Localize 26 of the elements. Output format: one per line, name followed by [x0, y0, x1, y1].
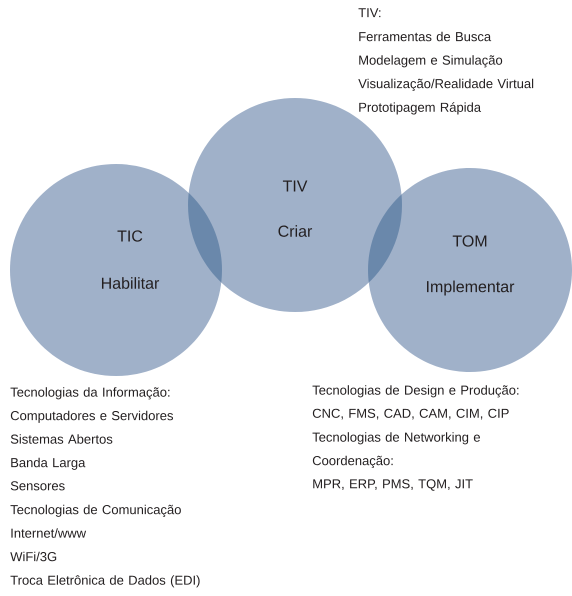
list-item: Modelagem e Simulação	[359, 55, 502, 68]
list-item: Tecnologias da Informação:	[10, 387, 170, 400]
circle-label: Criar	[278, 225, 312, 237]
list-item: WiFi/3G	[10, 552, 56, 562]
list-item: Ferramentas de Busca	[359, 32, 492, 42]
list-item: Computadores e Servidores	[10, 410, 173, 423]
circle-label: TOM	[452, 235, 486, 247]
circle	[10, 164, 222, 376]
circle-label: Habilitar	[102, 277, 160, 289]
list-item: Prototipagem Rápida	[359, 102, 482, 114]
list-item: Tecnologias de Comunicação	[10, 504, 181, 517]
list-item: Tecnologias de Networking e Coordenação:	[312, 432, 480, 468]
list-item: Tecnologias de Design e Produção:	[312, 385, 518, 398]
circle-label: TIC	[117, 230, 142, 242]
list-item: TIV:	[358, 8, 380, 18]
list-item: Sistemas Abertos	[10, 434, 112, 444]
circle-label: TIV	[282, 180, 308, 192]
list-item: Sensores	[10, 481, 65, 490]
list-item: Troca Eletrônica de Dados (EDI)	[10, 575, 200, 588]
circle-label: Implementar	[427, 280, 514, 296]
list-item: MPR, ERP, PMS, TQM, JIT	[313, 479, 473, 491]
circle	[368, 168, 572, 372]
list-item: Visualização/Realidade Virtual	[358, 78, 534, 91]
list-item: Internet/www	[11, 528, 86, 538]
list-item: CNC, FMS, CAD, CAM, CIM, CIP	[312, 408, 509, 420]
list-item: Banda Larga	[11, 458, 86, 470]
